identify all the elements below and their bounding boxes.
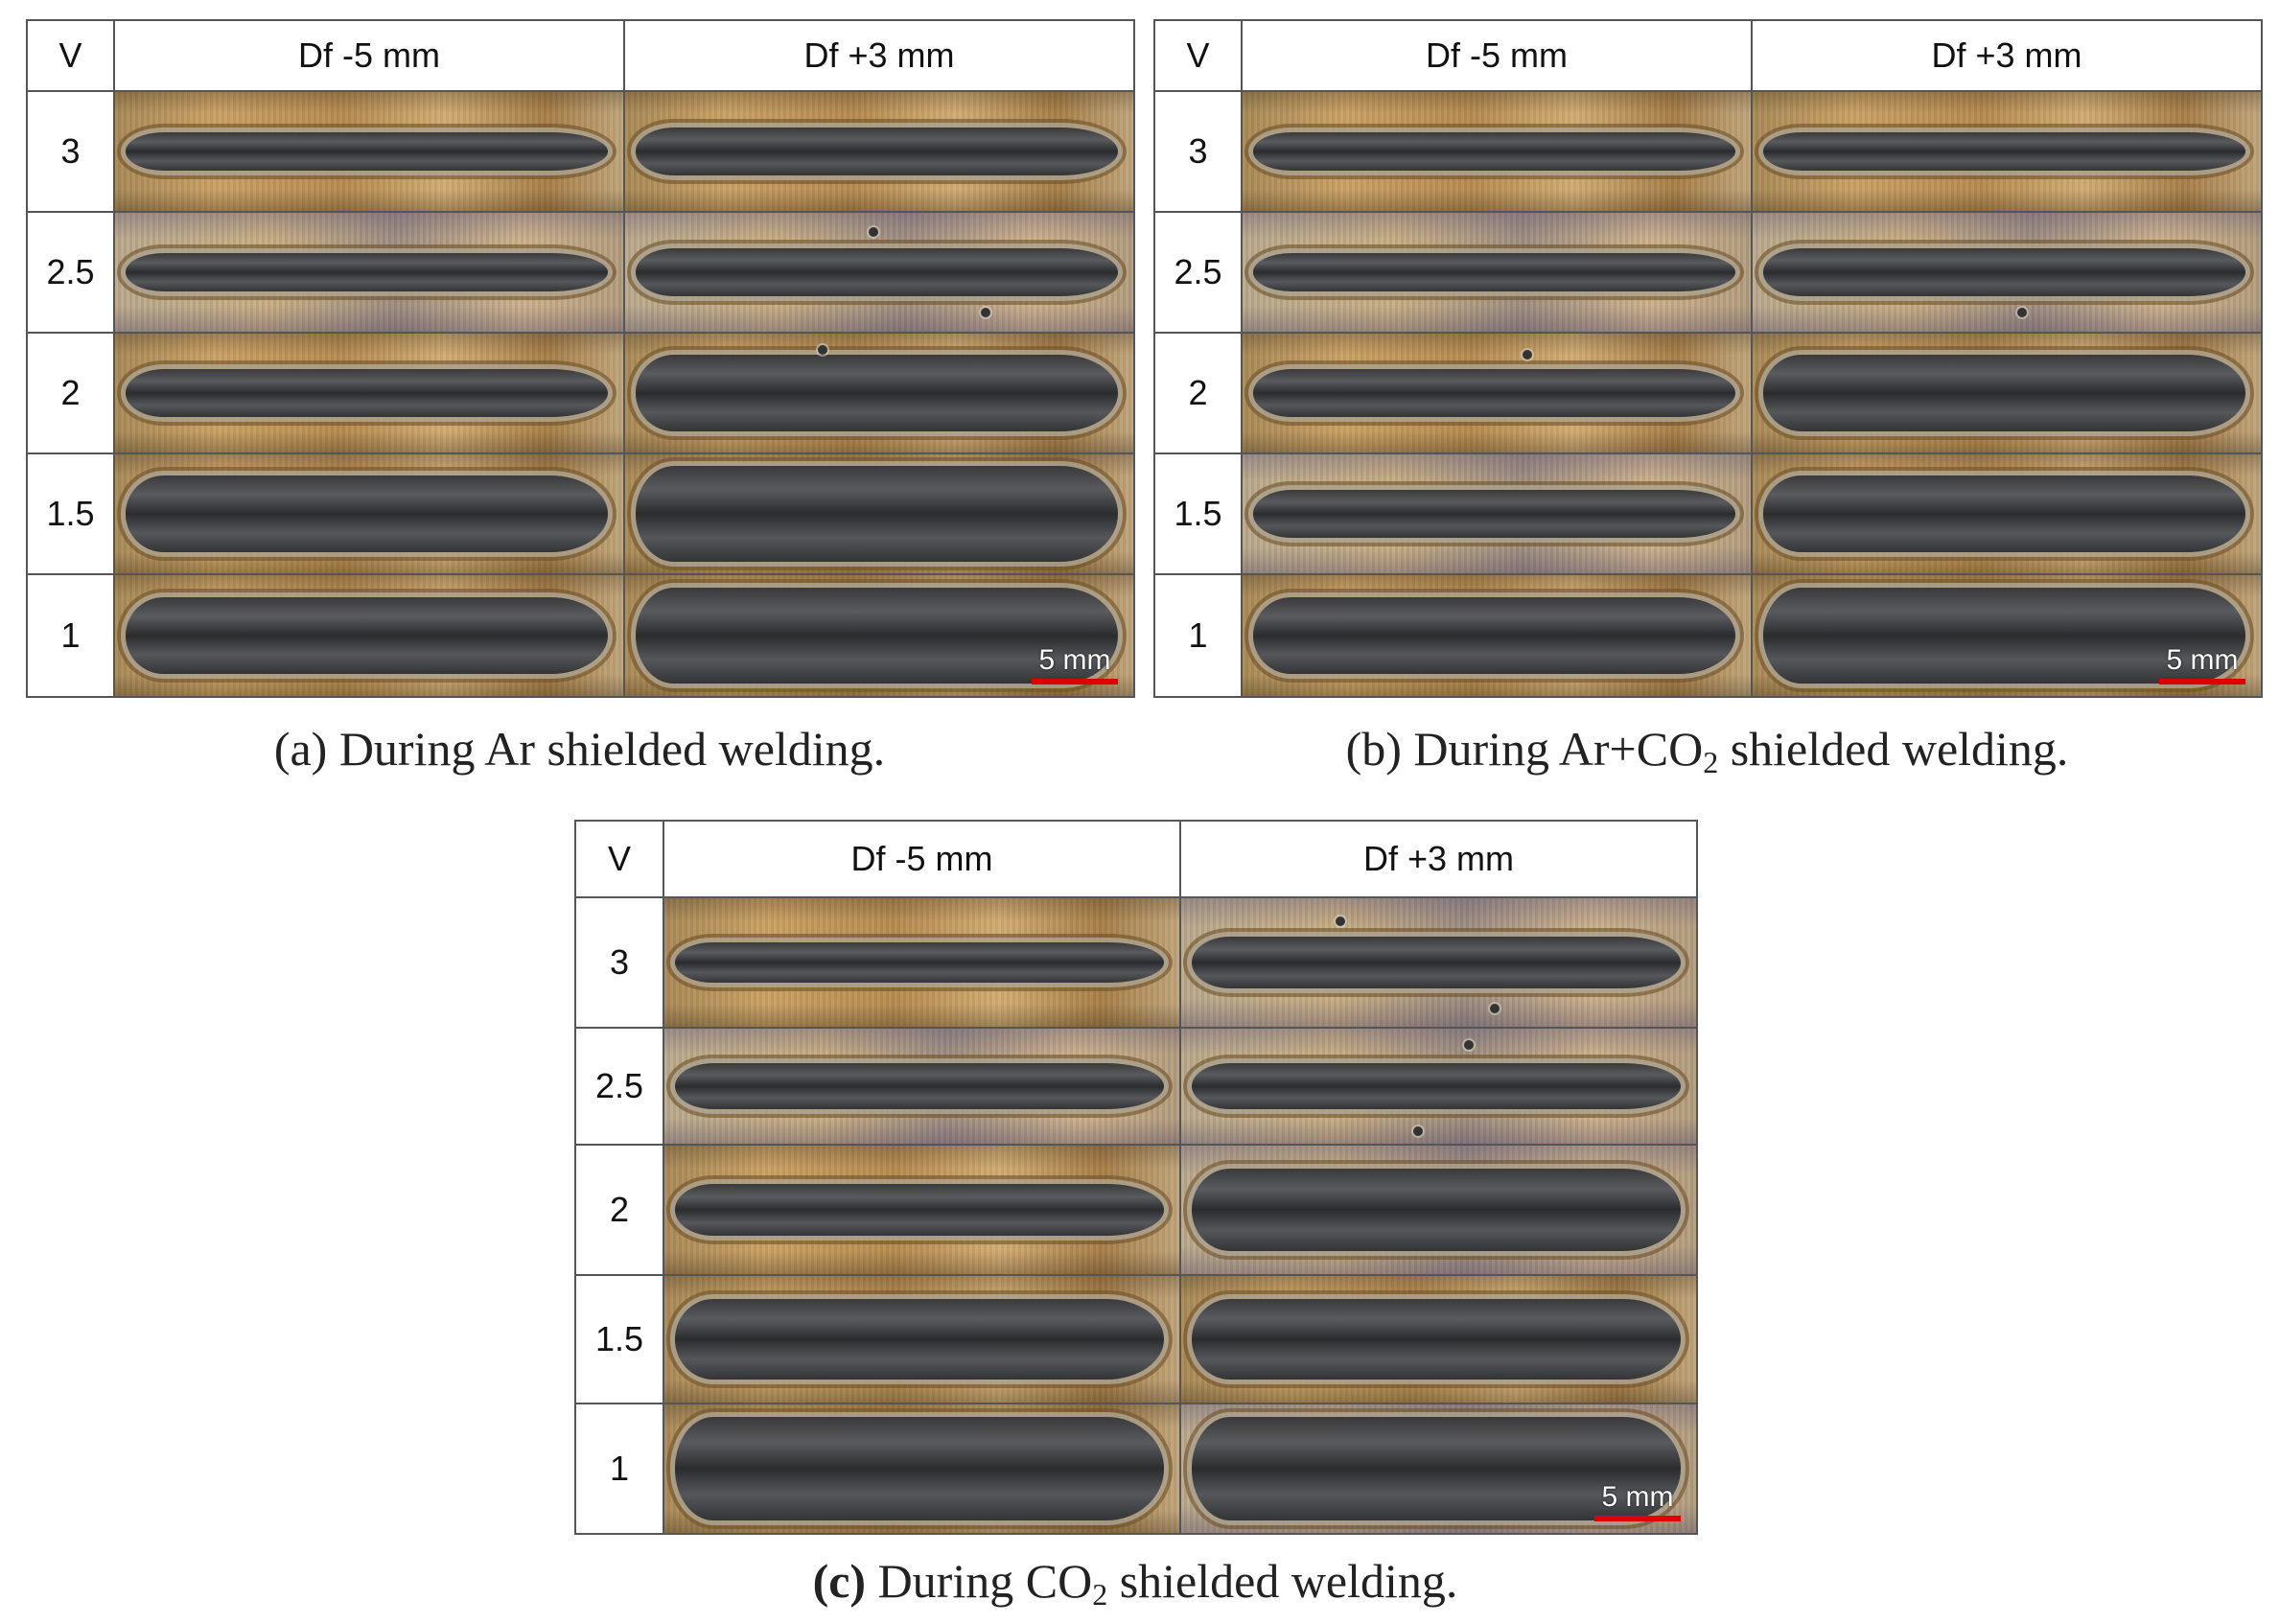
row-label: 2: [1153, 332, 1243, 454]
row-label: 3: [1153, 90, 1243, 213]
row-label: 1: [1153, 573, 1243, 698]
weld-image: [113, 211, 625, 334]
caption-a: (a) During Ar shielded welding.: [26, 721, 1133, 777]
header-v: V: [1153, 19, 1243, 92]
caption-text-end: shielded welding.: [1718, 722, 2069, 776]
weld-image: [1241, 332, 1753, 454]
row-label: 1.5: [574, 1274, 664, 1404]
weld-image: [663, 1274, 1181, 1404]
weld-image: [1751, 452, 2263, 575]
weld-image: [623, 452, 1135, 575]
caption-label: (a): [273, 722, 328, 776]
row-label: 2.5: [574, 1027, 664, 1146]
caption-text: During Ar+CO: [1401, 722, 1704, 776]
caption-subscript: 2: [1703, 745, 1719, 779]
weld-image: 5 mm: [1751, 573, 2263, 698]
weld-image: [1241, 573, 1753, 698]
panel-c: V Df -5 mm Df +3 mm 3 2.5 2 1.5 1: [574, 820, 1698, 1535]
scale-bar-line: [2159, 679, 2245, 684]
weld-image: [1751, 332, 2263, 454]
scale-bar: 5 mm: [2159, 646, 2245, 684]
header-df-minus5: Df -5 mm: [663, 820, 1181, 898]
caption-text: During CO: [866, 1554, 1093, 1608]
caption-c: (c) During CO2 shielded welding.: [574, 1553, 1696, 1612]
scale-bar: 5 mm: [1032, 646, 1118, 684]
weld-image: [623, 90, 1135, 213]
scale-label: 5 mm: [1601, 1481, 1674, 1513]
weld-image: [1179, 1027, 1698, 1146]
weld-table-a: V Df -5 mm Df +3 mm 3 2.5 2 1.5 1: [26, 19, 1135, 698]
header-df-plus3: Df +3 mm: [623, 19, 1135, 92]
row-label: 3: [26, 90, 115, 213]
panel-b: V Df -5 mm Df +3 mm 3 2.5 2 1.5 1: [1153, 19, 2263, 698]
weld-image: [623, 332, 1135, 454]
header-df-minus5: Df -5 mm: [113, 19, 625, 92]
weld-image: [1241, 211, 1753, 334]
weld-image: [1751, 90, 2263, 213]
row-label: 2.5: [26, 211, 115, 334]
weld-image: [1179, 1144, 1698, 1276]
weld-image: [1241, 90, 1753, 213]
caption-b: (b) During Ar+CO2 shielded welding.: [1153, 721, 2261, 780]
row-label: 2.5: [1153, 211, 1243, 334]
row-label: 2: [26, 332, 115, 454]
weld-image: [663, 1144, 1181, 1276]
weld-table-b: V Df -5 mm Df +3 mm 3 2.5 2 1.5 1: [1153, 19, 2263, 698]
weld-image: 5 mm: [1179, 1403, 1698, 1535]
weld-image: [1241, 452, 1753, 575]
row-label: 1.5: [1153, 452, 1243, 575]
header-df-plus3: Df +3 mm: [1179, 820, 1698, 898]
scale-bar-line: [1594, 1516, 1681, 1521]
header-v: V: [574, 820, 664, 898]
row-label: 1.5: [26, 452, 115, 575]
row-label: 3: [574, 896, 664, 1029]
weld-image: [663, 896, 1181, 1029]
weld-image: [113, 573, 625, 698]
caption-text-end: shielded welding.: [1107, 1554, 1458, 1608]
weld-image: [113, 90, 625, 213]
caption-label: (c): [812, 1554, 867, 1608]
header-v: V: [26, 19, 115, 92]
weld-image: [1179, 896, 1698, 1029]
caption-subscript: 2: [1092, 1577, 1108, 1612]
weld-image: [113, 452, 625, 575]
weld-image: [1179, 1274, 1698, 1404]
weld-table-c: V Df -5 mm Df +3 mm 3 2.5 2 1.5 1: [574, 820, 1698, 1535]
header-df-plus3: Df +3 mm: [1751, 19, 2263, 92]
weld-image: [1751, 211, 2263, 334]
weld-image: [113, 332, 625, 454]
row-label: 1: [26, 573, 115, 698]
weld-image: [623, 211, 1135, 334]
weld-image: 5 mm: [623, 573, 1135, 698]
scale-label: 5 mm: [1038, 644, 1111, 676]
scale-bar-line: [1032, 679, 1118, 684]
weld-image: [663, 1027, 1181, 1146]
caption-text: During Ar shielded welding.: [327, 722, 886, 776]
scale-bar: 5 mm: [1594, 1483, 1681, 1521]
panel-a: V Df -5 mm Df +3 mm 3 2.5 2 1.5 1: [26, 19, 1135, 698]
weld-image: [663, 1403, 1181, 1535]
header-df-minus5: Df -5 mm: [1241, 19, 1753, 92]
scale-label: 5 mm: [2166, 644, 2239, 676]
row-label: 2: [574, 1144, 664, 1276]
caption-label: (b): [1345, 722, 1402, 776]
row-label: 1: [574, 1403, 664, 1535]
